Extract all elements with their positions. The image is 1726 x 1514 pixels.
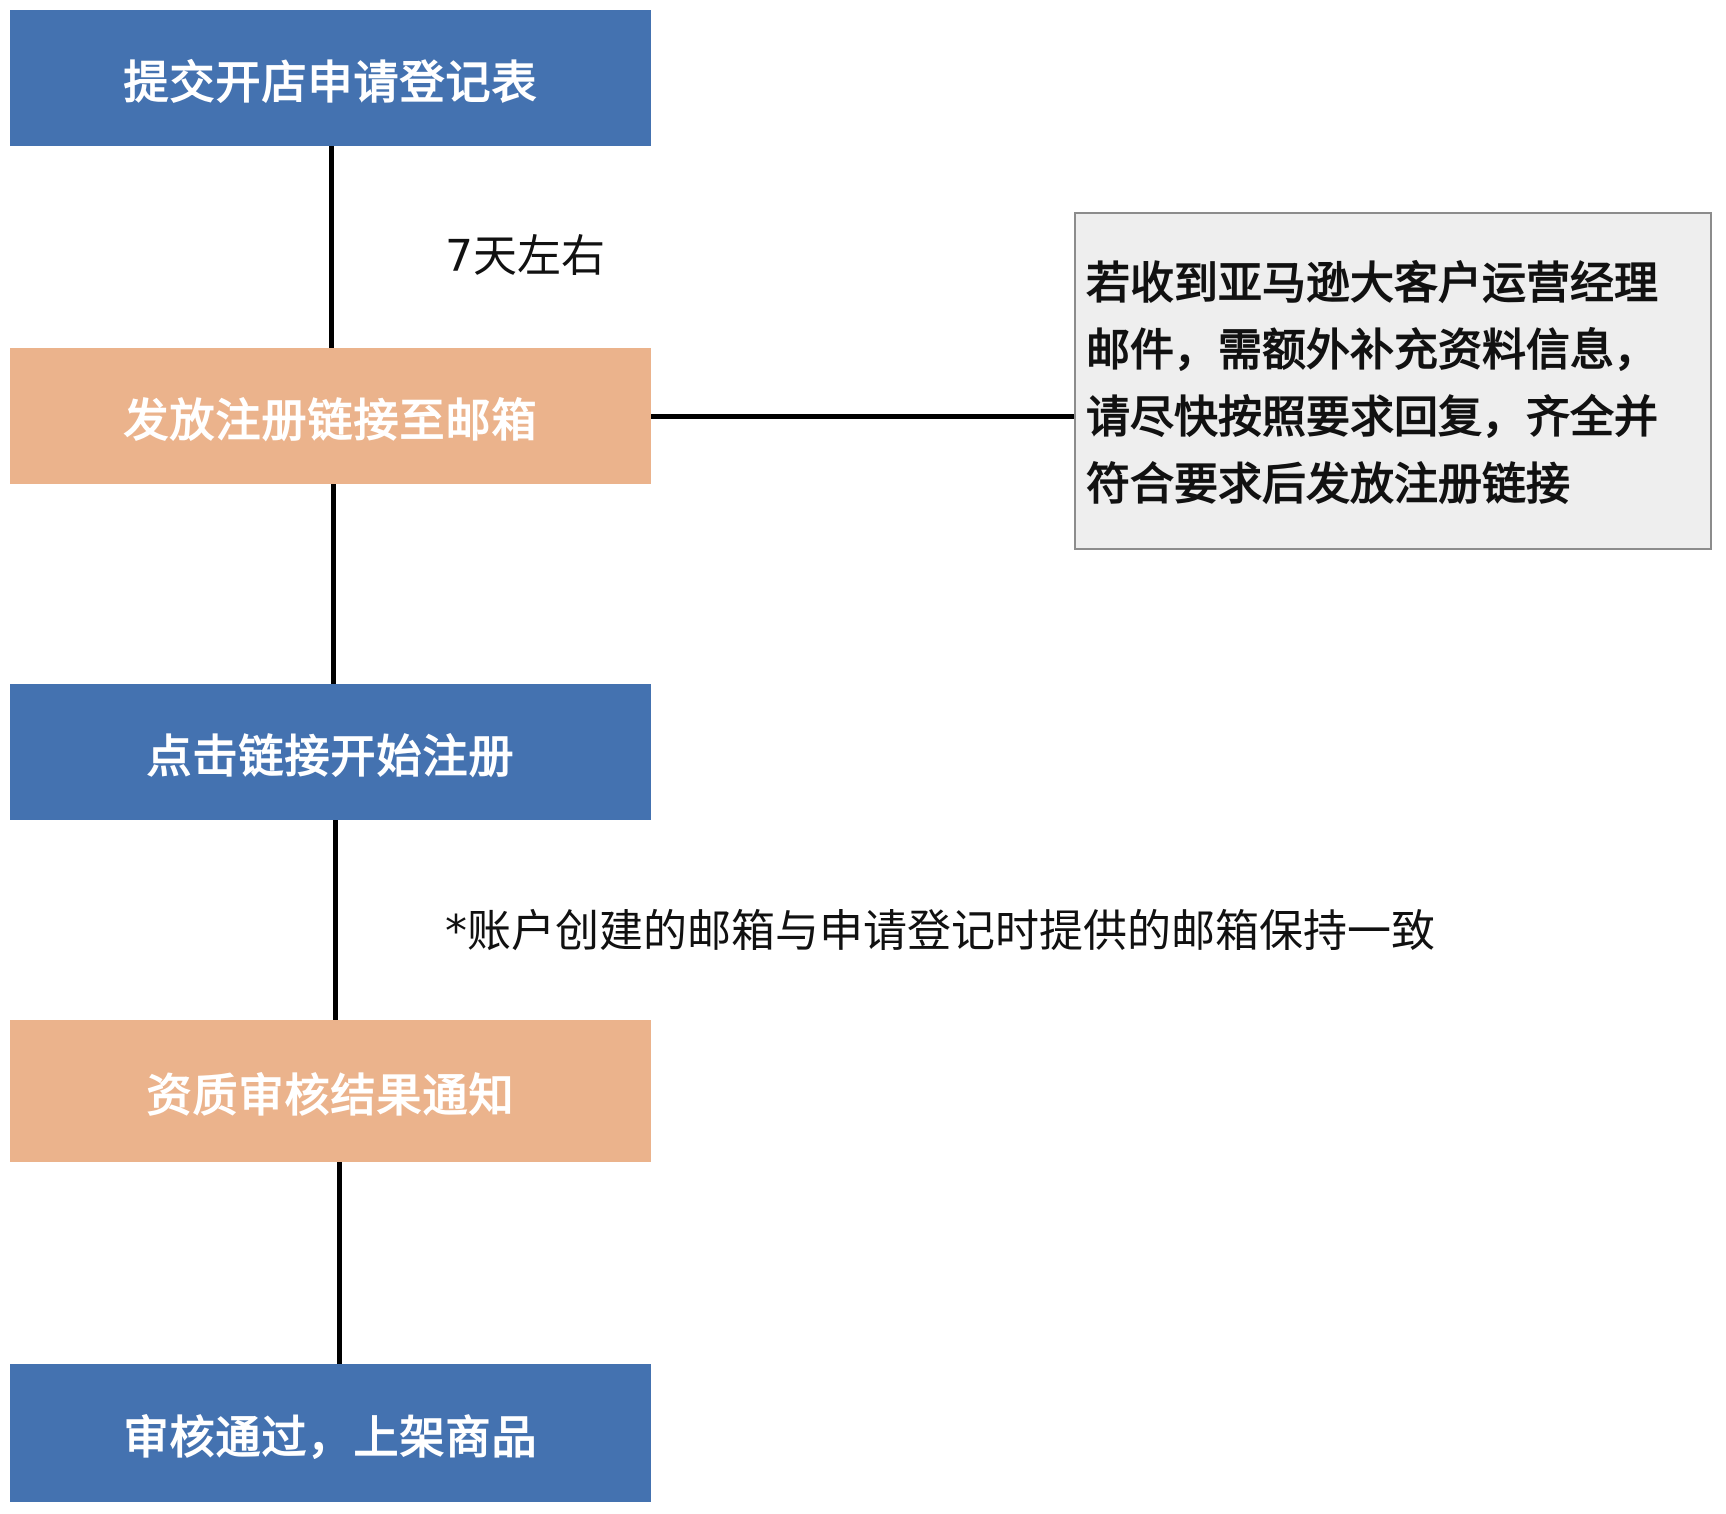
step-label: 审核通过，上架商品 xyxy=(123,1410,538,1464)
side-note-box: 若收到亚马逊大客户运营经理 邮件，需额外补充资料信息， 请尽快按照要求回复，齐全… xyxy=(1074,212,1712,550)
connector-to-side-note xyxy=(651,414,1076,419)
step-label: 发放注册链接至邮箱 xyxy=(123,393,538,447)
side-note-line: 符合要求后发放注册链接 xyxy=(1086,459,1570,510)
connector-2-3 xyxy=(331,482,336,684)
connector-3-4 xyxy=(333,818,338,1020)
step-label: 点击链接开始注册 xyxy=(146,729,515,783)
email-consistency-annotation: *账户创建的邮箱与申请登记时提供的邮箱保持一致 xyxy=(445,906,1435,957)
step-label: 资质审核结果通知 xyxy=(146,1068,515,1122)
step-approved-list-products: 审核通过，上架商品 xyxy=(10,1364,651,1502)
step-send-registration-link: 发放注册链接至邮箱 xyxy=(10,348,651,484)
side-note-line: 请尽快按照要求回复，齐全并 xyxy=(1086,392,1658,443)
side-note-line: 若收到亚马逊大客户运营经理 xyxy=(1086,258,1658,309)
side-note-line: 邮件，需额外补充资料信息， xyxy=(1086,325,1658,376)
connector-4-5 xyxy=(337,1160,342,1370)
step-review-result-notice: 资质审核结果通知 xyxy=(10,1020,651,1162)
duration-annotation: 7天左右 xyxy=(445,231,605,282)
step-label: 提交开店申请登记表 xyxy=(123,55,538,109)
step-submit-application: 提交开店申请登记表 xyxy=(10,10,651,146)
step-start-registration: 点击链接开始注册 xyxy=(10,684,651,820)
connector-1-2 xyxy=(329,146,334,348)
